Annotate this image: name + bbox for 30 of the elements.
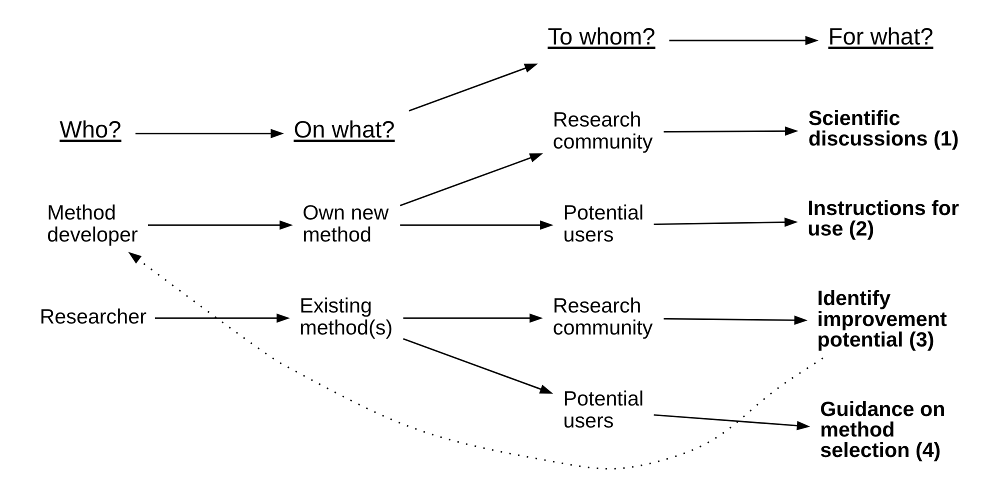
node-text: Who? <box>59 118 121 144</box>
node-text: Existing method(s) <box>299 294 392 340</box>
arrow <box>154 313 290 323</box>
node-text: Potential users <box>562 388 644 433</box>
node-text: Research community <box>552 108 652 154</box>
arrow <box>128 252 823 470</box>
node-text: On what? <box>293 118 394 144</box>
arrow <box>400 220 553 230</box>
node-text: Own new method <box>302 201 388 247</box>
arrow <box>147 220 292 230</box>
node-text: Research community <box>552 294 652 340</box>
arrow <box>653 414 810 430</box>
arrow <box>402 313 542 323</box>
node-text: For what? <box>828 24 933 51</box>
arrow <box>408 64 538 112</box>
arrow <box>668 36 818 46</box>
arrow <box>399 153 543 206</box>
node-text: Instructions for use (2) <box>807 197 959 241</box>
node-text: Method developer <box>46 201 138 247</box>
node-text: Scientific discussions (1) <box>808 106 958 151</box>
node-text: Identify improvement potential (3) <box>816 287 946 352</box>
arrow <box>663 126 798 136</box>
arrow <box>663 316 808 325</box>
arrow <box>653 218 798 227</box>
arrow <box>402 338 553 394</box>
arrow <box>134 128 284 138</box>
node-text: To whom? <box>547 24 655 51</box>
node-text: Guidance on method selection (4) <box>820 398 945 462</box>
node-text: Researcher <box>39 306 146 329</box>
node-text: Potential users <box>562 201 644 247</box>
